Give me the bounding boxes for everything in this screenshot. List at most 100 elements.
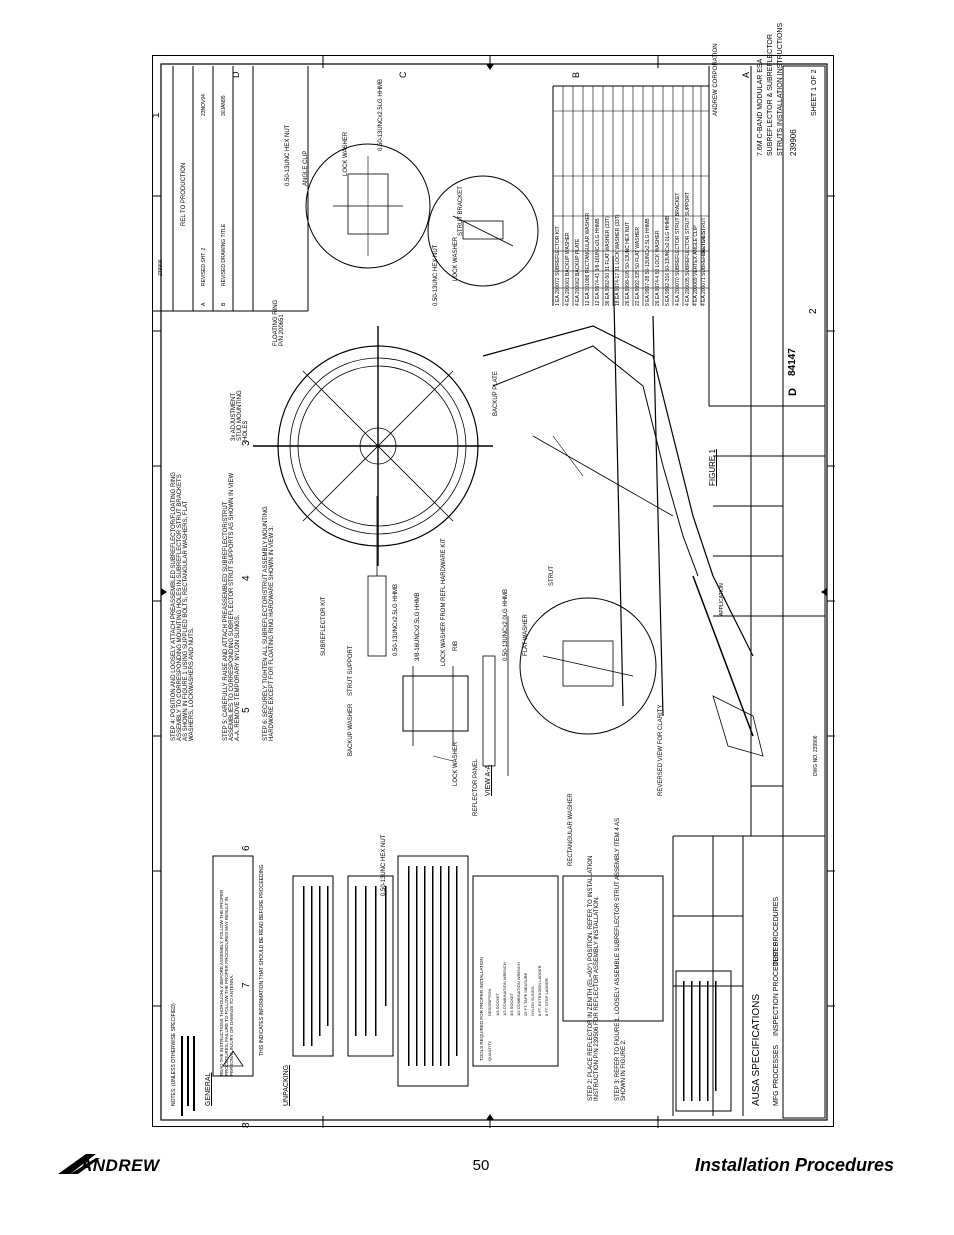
zone-number-3: 3 (241, 440, 252, 446)
parts-row: 36 EA 9992-50 31 FLAT WASHER (33T) (605, 216, 611, 306)
parts-row: 18 EA 9974-17 31 LOCK WASHER (33T) (615, 214, 621, 306)
parts-row: 4 EA 200071 SUBREFLECTOR STRUT (701, 217, 707, 306)
unpacking-title: UNPACKING (283, 1064, 290, 1106)
part-number: 9974-17 (615, 272, 621, 292)
engineering-drawing: 8 7 6 5 4 3 2 1 D C B A NOTES: (UNLESS O… (151, 23, 835, 1128)
drawing-title-line: STRUTS INSTALLATION INSTRUCTIONS (777, 22, 784, 156)
part-qty: 22 (635, 300, 641, 306)
part-number: 9974-41 (595, 272, 601, 292)
callout-label: LOCK WASHER (453, 236, 459, 281)
callout-label: 0.50-13UNCx2.5LG HHMB (393, 583, 399, 656)
part-desc: VERTEX ANGLE CLIP (693, 225, 699, 276)
callout-label: LOCK WASHER FROM REFL HARDWARE KIT (441, 538, 447, 666)
part-um: EA (555, 295, 561, 302)
callout-label: SUBREFLECTOR KIT (321, 596, 327, 656)
part-um: EA (645, 295, 651, 302)
part-qty: 12 (585, 300, 591, 306)
part-qty: 5 (665, 303, 671, 306)
callout-label: BACKUP PLATE (493, 371, 499, 416)
zone-number-5: 5 (241, 707, 252, 713)
callout-label: REVERSED VIEW FOR CLARITY (658, 704, 664, 796)
part-um: EA (635, 292, 641, 300)
part-number: 200072 (555, 277, 561, 295)
part-number: 9974-4 (655, 275, 661, 292)
part-um: EA (615, 292, 621, 300)
part-desc: 31 FLAT WASHER (33T) (605, 216, 611, 272)
zone-number-2: 2 (808, 308, 819, 314)
part-desc: BACKUP PLATE (575, 238, 581, 276)
parts-row: 4 EA 200069 VERTEX ANGLE CLIP (693, 225, 699, 306)
part-desc: SUBREFLECTOR STRUT SUPPORT (685, 192, 691, 276)
zone-number-8: 8 (241, 1122, 252, 1128)
part-number: 201086 (585, 274, 591, 292)
part-um: EA (701, 295, 707, 302)
tools-title: TOOLS REQUIRED FOR PROPER INSTALLATION (479, 957, 484, 1061)
part-qty: 36 (605, 300, 611, 306)
part-qty: 4 (685, 303, 691, 306)
part-qty: 18 (615, 300, 621, 306)
part-number: 200069 (693, 277, 699, 295)
callout-label: LOCK WASHER (343, 131, 349, 176)
callout-label: 0.50-13UNC HEX NUT (285, 124, 291, 186)
figure-1-label: FIGURE 1 (708, 449, 717, 486)
revision-header: REL TO PRODUCTION (181, 162, 187, 226)
callout-label: STRUT (549, 566, 555, 586)
step-2-text: STEP 2: PLACE REFLECTOR IN ZENITH (EL=90… (588, 855, 600, 1101)
part-um: EA (575, 295, 581, 302)
part-number: 200062 (575, 277, 581, 295)
zone-letter-c: C (398, 71, 408, 79)
floating-ring-view (253, 326, 493, 657)
part-desc: 31 LOCK WASHER (33T) (615, 214, 621, 272)
reversed-view-circle (519, 597, 657, 735)
tool-item: 1/4 SOCKET (495, 992, 500, 1016)
tool-item: NYLON SLINGS (530, 986, 535, 1016)
part-qty: 12 (595, 300, 601, 306)
callout-label: LOCK WASHER (453, 741, 459, 786)
part-um: EA (675, 295, 681, 302)
callout-label: STRUT SUPPORT (348, 645, 354, 696)
part-desc: SUBREFLECTOR KIT (555, 226, 561, 276)
parts-row: 4 EA 200070 SUBREFLECTOR STRUT BRACKET (675, 193, 681, 307)
view-a-a (402, 616, 509, 776)
brand-wordmark: ANDREW (80, 1156, 160, 1175)
part-number: 9998-105 (625, 270, 631, 292)
part-qty: 26 (625, 300, 631, 306)
callout-label: RECTANGULAR WASHER (568, 793, 574, 866)
callout-label: RIB (453, 640, 459, 651)
part-number: 9992-325 (635, 270, 641, 292)
caution-text: THIS INDICATES INFORMATION THAT SHOULD B… (259, 864, 265, 1056)
drawing-size: D (787, 388, 799, 396)
part-desc: BACKUP WASHER (565, 232, 571, 276)
part-um: EA (655, 292, 661, 300)
part-desc: RECTANGULAR WASHER (585, 212, 591, 274)
tools-col-desc: DESCRIPTION (487, 988, 492, 1016)
spec-title: AUSA SPECIFICATIONS (751, 993, 762, 1106)
step-4-text: STEP 4: POSITION AND LOOSELY ATTACH PREA… (171, 472, 195, 741)
part-qty: 1 (555, 303, 561, 306)
parts-row: 26 EA 9998-105 50-13UNC HEX NUT (625, 222, 631, 306)
zone-number-7: 7 (241, 982, 252, 988)
tool-item: 3/4 SOCKET (509, 992, 514, 1016)
view-a-a-label: VIEW A-A (485, 764, 492, 796)
parts-row: 1 EA 200072 SUBREFLECTOR KIT (555, 226, 561, 306)
parts-row: 26 EA 9974-4 50 LOCK WASHER (655, 231, 661, 306)
figure-1-strut-assembly (482, 255, 764, 757)
drawing-title-line: SUBREFLECTOR & SUBREFLECTOR (767, 34, 774, 156)
revision-date: 30JAN95 (221, 95, 227, 116)
step-6-text: STEP 6: SECURELY TIGHTEN ALL SUBREFLECTO… (263, 506, 275, 741)
callout-label: STRUT BRACKET (458, 186, 464, 236)
zone-letter-d: D (231, 71, 241, 79)
page-number: 50 (472, 1157, 490, 1174)
sheet-number: SHEET 1 OF 2 (811, 69, 818, 116)
part-desc: 50-13UNCx2.5LG HHMB (645, 218, 651, 275)
detail-circle-angle-clip (305, 143, 431, 269)
parts-row: 9 EA 9997-28 50-13UNCx2.5LG HHMB (645, 218, 651, 306)
part-number: 9992-316 (665, 272, 671, 295)
part-desc: 50-13UNCx2.0LG HHMB (665, 215, 671, 272)
part-um: EA (605, 292, 611, 300)
callout-label: 0.50-13UNC HEX NUT (381, 834, 387, 896)
tool-item: 1/2 COMBINATION WRENCH (516, 962, 521, 1016)
drawing-title-line: 7.6M C-BAND MODULAR ESA (757, 58, 764, 156)
part-desc: 50 LOCK WASHER (655, 230, 661, 275)
andrew-logo-icon (58, 1154, 100, 1174)
